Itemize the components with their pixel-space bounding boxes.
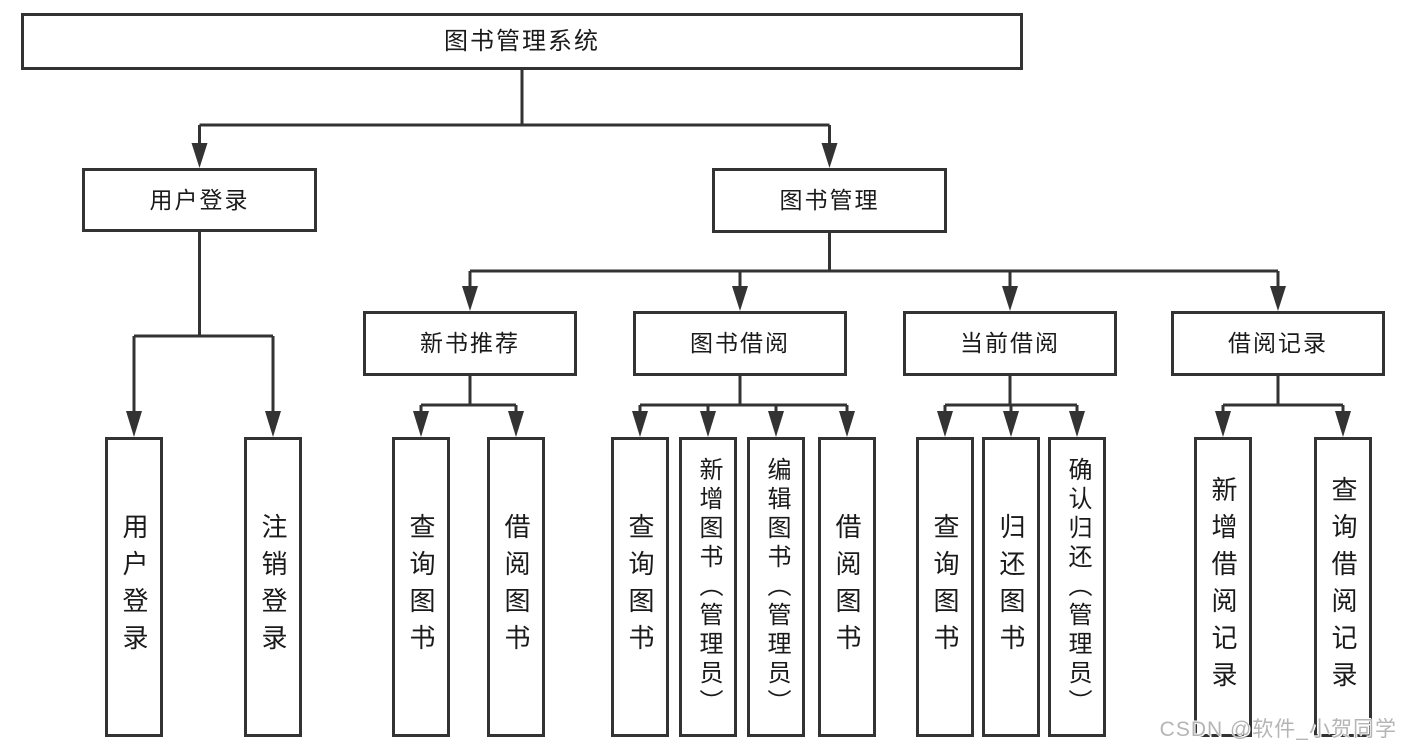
arrowhead	[732, 286, 748, 311]
node-book-management: 图书管理	[712, 168, 947, 233]
arrowhead	[937, 411, 953, 437]
node-book-borrowing: 图书借阅	[633, 311, 847, 376]
arrowhead	[191, 143, 208, 168]
leaf-confirm-return-admin: 确认归还（管理员）	[1048, 437, 1106, 737]
leaf-borrow-books-2: 借阅图书	[818, 437, 876, 737]
leaf-borrow-books: 借阅图书	[487, 437, 545, 737]
arrowhead	[821, 143, 838, 168]
arrowhead	[126, 411, 142, 437]
arrowhead	[1003, 411, 1019, 437]
leaf-return-books: 归还图书	[982, 437, 1040, 737]
arrowhead	[1335, 411, 1351, 437]
arrowhead	[265, 411, 281, 437]
arrowhead	[462, 286, 478, 311]
watermark: CSDN @软件_小贺同学	[1159, 718, 1397, 741]
arrowhead	[632, 411, 648, 437]
leaf-query-books-3: 查询图书	[916, 437, 974, 737]
leaf-add-book-admin: 新增图书（管理员）	[679, 437, 737, 737]
arrowhead	[1270, 286, 1286, 311]
arrowhead	[508, 411, 524, 437]
leaf-query-books-2: 查询图书	[611, 437, 669, 737]
leaf-user-login: 用户登录	[105, 437, 163, 737]
node-user-login: 用户登录	[82, 168, 317, 232]
arrowhead	[413, 411, 429, 437]
leaf-edit-book-admin: 编辑图书（管理员）	[747, 437, 805, 737]
node-library-management-system: 图书管理系统	[21, 13, 1023, 70]
leaf-logout: 注销登录	[244, 437, 302, 737]
leaf-query-books: 查询图书	[392, 437, 450, 737]
connector-lines	[132, 70, 1345, 412]
arrowhead	[1215, 411, 1231, 437]
arrowheads	[126, 143, 1351, 437]
node-new-book-recommendation: 新书推荐	[363, 311, 577, 376]
arrowhead	[1002, 286, 1018, 311]
node-borrowing-records: 借阅记录	[1171, 311, 1385, 376]
leaf-query-borrow-record: 查询借阅记录	[1314, 437, 1372, 737]
arrowhead	[839, 411, 855, 437]
node-current-borrowing: 当前借阅	[903, 311, 1117, 376]
arrowhead	[768, 411, 784, 437]
arrowhead	[700, 411, 716, 437]
arrowhead	[1069, 411, 1085, 437]
leaf-add-borrow-record: 新增借阅记录	[1194, 437, 1252, 737]
